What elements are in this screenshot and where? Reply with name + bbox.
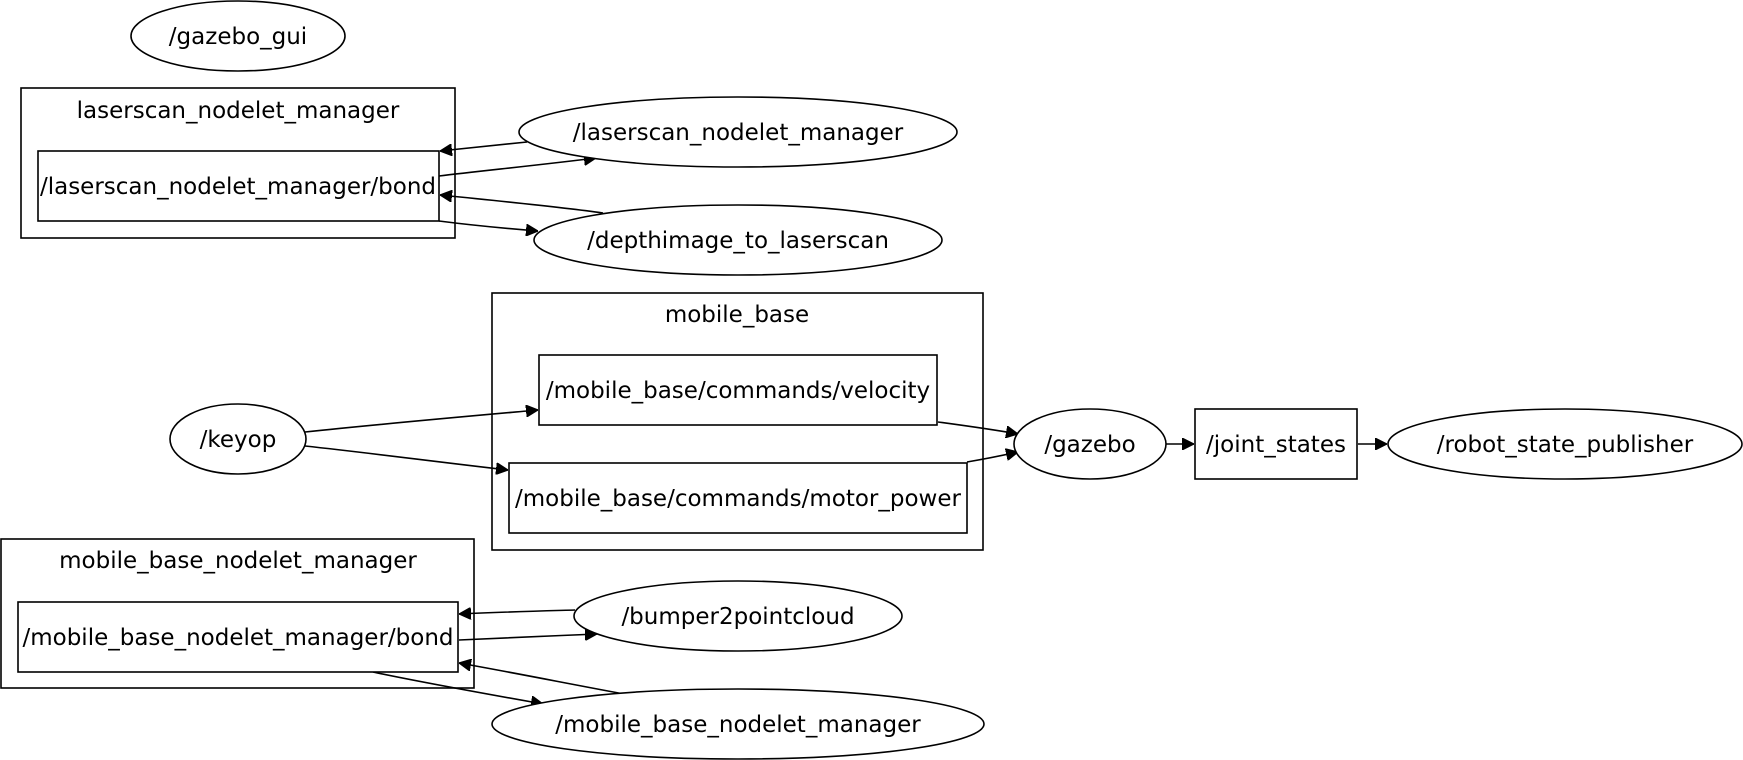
- edge-velocity-to-gazebo: [937, 421, 1018, 434]
- edge-laserscan-node-to-bond: [440, 141, 528, 151]
- node-label-laserscan-nodelet-manager: /laserscan_nodelet_manager: [573, 120, 904, 146]
- node-label-gazebo: /gazebo: [1044, 432, 1135, 458]
- edge-depthimage-to-bond: [440, 195, 604, 214]
- node-mobile-base-nodelet-manager-bond[interactable]: /mobile_base_nodelet_manager/bond: [17, 601, 459, 673]
- cluster-label-laserscan-nodelet-manager: laserscan_nodelet_manager: [77, 98, 400, 124]
- node-label-gazebo-gui: /gazebo_gui: [169, 24, 307, 50]
- node-robot-state-publisher[interactable]: /robot_state_publisher: [1387, 408, 1743, 480]
- node-joint-states[interactable]: /joint_states: [1194, 408, 1358, 480]
- node-bumper2pointcloud[interactable]: /bumper2pointcloud: [573, 580, 903, 652]
- edge-motor-power-to-gazebo: [966, 452, 1018, 463]
- edge-mb-bond-to-bumper: [458, 634, 597, 641]
- node-gazebo-gui[interactable]: /gazebo_gui: [130, 0, 346, 72]
- node-label-laserscan-nodelet-manager-bond: /laserscan_nodelet_manager/bond: [40, 174, 436, 200]
- cluster-mobile-base: mobile_base: [491, 292, 984, 551]
- cluster-label-mobile-base-nodelet-manager: mobile_base_nodelet_manager: [59, 548, 417, 574]
- edge-bumper-to-mb-bond: [459, 610, 576, 614]
- cluster-mobile-base-nodelet-manager: mobile_base_nodelet_manager: [0, 538, 475, 689]
- node-label-robot-state-publisher: /robot_state_publisher: [1437, 432, 1694, 458]
- cluster-label-mobile-base: mobile_base: [665, 302, 809, 328]
- edges: [304, 141, 1387, 704]
- node-keyop[interactable]: /keyop: [169, 403, 307, 475]
- node-label-mobile-base-nodelet-manager-bond: /mobile_base_nodelet_manager/bond: [22, 625, 453, 651]
- edge-keyop-to-velocity: [304, 410, 538, 433]
- node-depthimage-to-laserscan[interactable]: /depthimage_to_laserscan: [533, 204, 943, 276]
- node-label-mobile-base-nodelet-manager: /mobile_base_nodelet_manager: [555, 712, 921, 738]
- edge-bond-to-depthimage: [438, 220, 538, 231]
- node-label-keyop: /keyop: [200, 427, 277, 453]
- node-label-depthimage-to-laserscan: /depthimage_to_laserscan: [587, 228, 889, 254]
- cluster-laserscan-nodelet-manager: laserscan_nodelet_manager: [20, 87, 456, 239]
- node-mobile-base-commands-motor-power[interactable]: /mobile_base/commands/motor_power: [508, 462, 968, 534]
- node-gazebo[interactable]: /gazebo: [1013, 408, 1167, 480]
- edge-keyop-to-motor-power: [304, 445, 508, 470]
- node-mobile-base-nodelet-manager[interactable]: /mobile_base_nodelet_manager: [491, 688, 985, 760]
- edge-mb-bond-to-mb-node: [372, 671, 543, 704]
- edge-bond-to-laserscan-node: [438, 158, 596, 177]
- node-laserscan-nodelet-manager[interactable]: /laserscan_nodelet_manager: [518, 96, 958, 168]
- node-label-joint-states: /joint_states: [1206, 432, 1346, 458]
- node-label-mobile-base-commands-motor-power: /mobile_base/commands/motor_power: [515, 486, 962, 512]
- node-label-mobile-base-commands-velocity: /mobile_base/commands/velocity: [546, 378, 930, 404]
- edge-mb-node-to-mb-bond: [459, 663, 625, 695]
- node-mobile-base-commands-velocity[interactable]: /mobile_base/commands/velocity: [538, 354, 938, 426]
- node-label-bumper2pointcloud: /bumper2pointcloud: [621, 604, 854, 630]
- node-laserscan-nodelet-manager-bond[interactable]: /laserscan_nodelet_manager/bond: [37, 150, 440, 222]
